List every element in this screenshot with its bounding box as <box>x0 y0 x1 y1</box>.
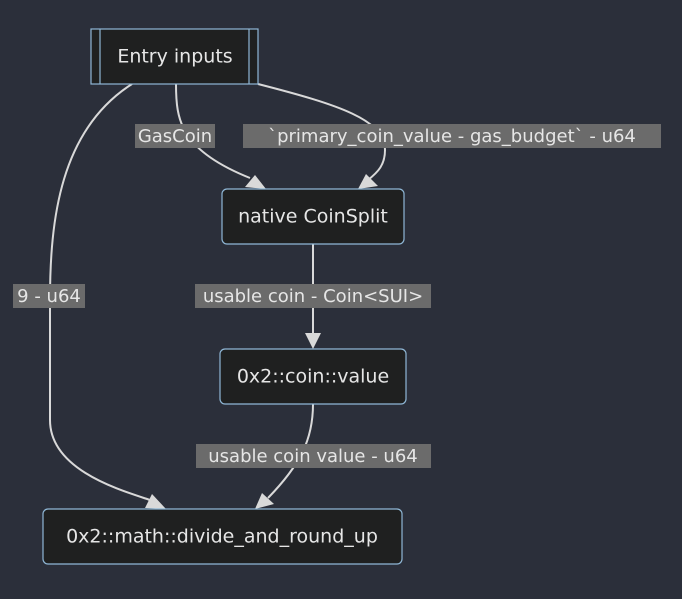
edge-labels: GasCoin `primary_coin_value - gas_budget… <box>13 124 661 468</box>
arrowhead-divide-right <box>255 493 274 509</box>
edge-label-usable-value: usable coin value - u64 <box>196 444 431 468</box>
edge-label-gascoin-text: GasCoin <box>138 126 212 147</box>
edge-label-nine-text: 9 - u64 <box>17 286 81 307</box>
node-native-coinsplit[interactable]: native CoinSplit <box>221 188 405 245</box>
edge-label-primary-value-text: `primary_coin_value - gas_budget` - u64 <box>268 126 636 147</box>
edge-label-usable-coin: usable coin - Coin<SUI> <box>195 284 431 308</box>
node-entry-inputs[interactable]: Entry inputs <box>90 28 259 85</box>
edge-label-nine: 9 - u64 <box>13 284 85 308</box>
node-divide-and-round-up-label: 0x2::math::divide_and_round_up <box>66 526 378 548</box>
node-native-coinsplit-label: native CoinSplit <box>238 206 388 228</box>
node-divide-and-round-up[interactable]: 0x2::math::divide_and_round_up <box>42 508 403 565</box>
edge-label-gascoin: GasCoin <box>135 124 215 148</box>
arrowhead-coinvalue <box>305 333 321 349</box>
edge-label-usable-value-text: usable coin value - u64 <box>208 446 418 467</box>
node-entry-inputs-label: Entry inputs <box>117 46 232 68</box>
arrowhead-coinsplit-right <box>358 174 378 189</box>
edge-label-usable-coin-text: usable coin - Coin<SUI> <box>203 286 423 307</box>
arrowhead-coinsplit-left <box>245 175 266 189</box>
arrowhead-divide-left <box>145 494 166 509</box>
node-coin-value-label: 0x2::coin::value <box>237 366 389 388</box>
edge-label-primary-value: `primary_coin_value - gas_budget` - u64 <box>243 124 661 148</box>
node-coin-value[interactable]: 0x2::coin::value <box>219 348 407 405</box>
nodes: Entry inputs native CoinSplit 0x2::coin:… <box>42 28 407 565</box>
